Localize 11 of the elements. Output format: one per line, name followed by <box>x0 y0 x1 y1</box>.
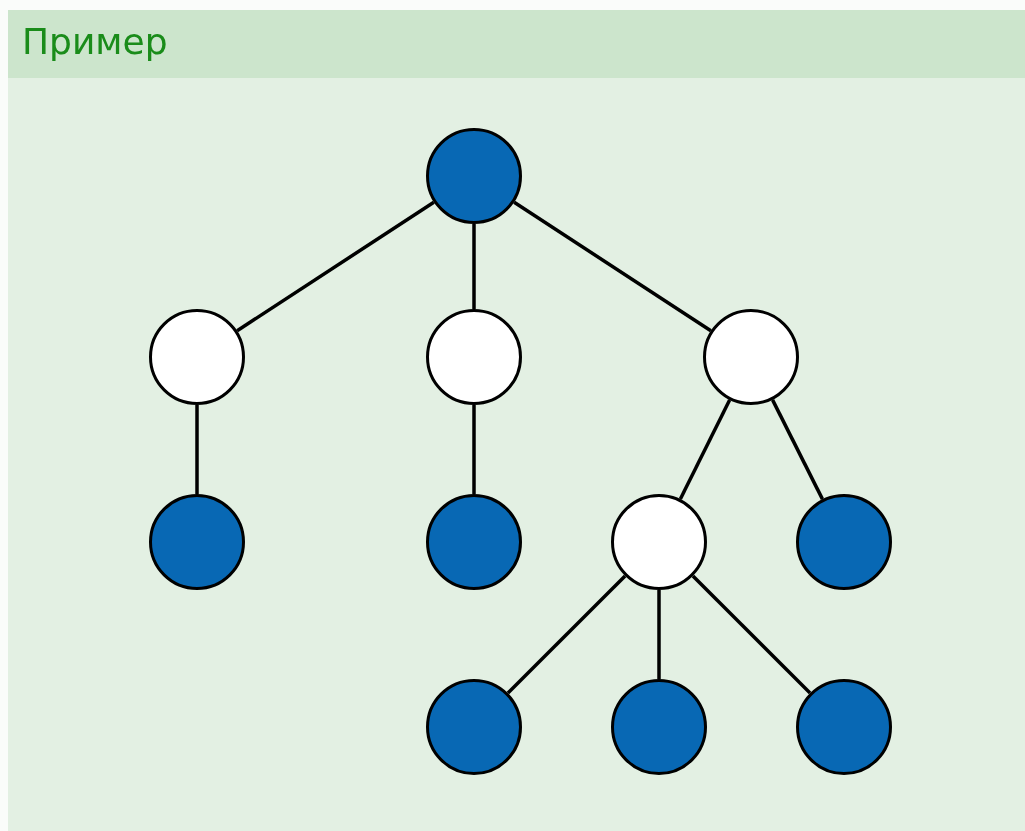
connector-line <box>236 200 435 333</box>
connector-line <box>771 399 824 500</box>
connector-line <box>691 574 812 695</box>
connector-line <box>513 200 712 333</box>
connector-line <box>506 574 627 695</box>
connector-line <box>472 224 476 309</box>
slide-title: Пример <box>22 20 168 64</box>
connector-line <box>678 399 732 500</box>
connector-line <box>657 590 661 679</box>
connector-line <box>195 405 199 494</box>
connector-line <box>472 405 476 494</box>
